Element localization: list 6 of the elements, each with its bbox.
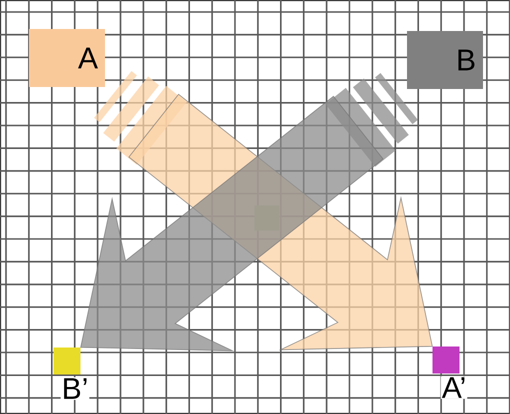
square-label: B’ <box>60 377 90 400</box>
square <box>54 348 80 374</box>
label-box: B <box>407 31 483 89</box>
square-label: A’ <box>440 376 468 399</box>
square <box>432 346 460 374</box>
label-box: A <box>29 29 105 87</box>
